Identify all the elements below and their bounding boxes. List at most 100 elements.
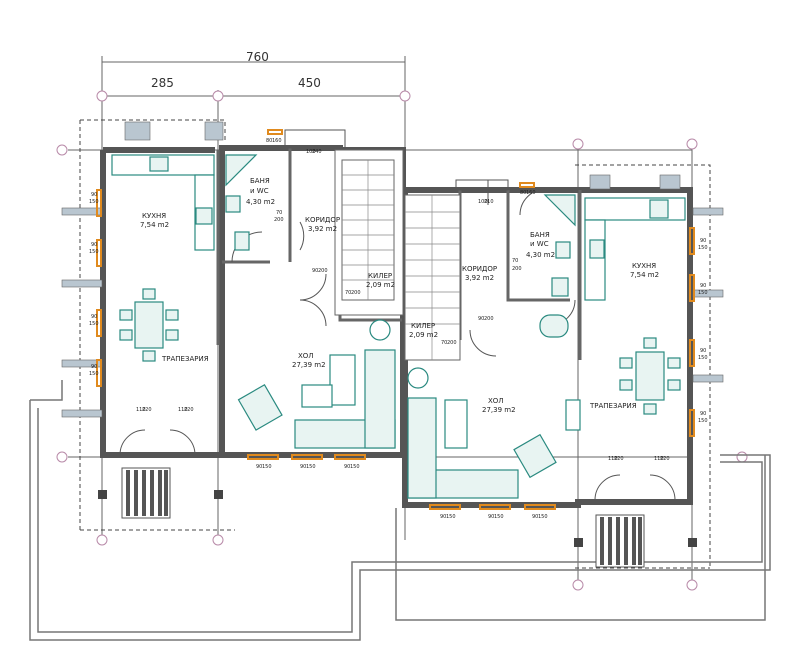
- opening-width: 80: [520, 190, 526, 196]
- opening-height: 150: [698, 355, 708, 361]
- coffee-table: [329, 354, 356, 406]
- opening-height: 150: [262, 464, 272, 470]
- opening-width: 100: [478, 199, 488, 205]
- opening-height: 200: [274, 217, 284, 223]
- dining-table: [134, 301, 164, 349]
- opening-height: 210: [484, 199, 494, 205]
- staircase-right: [404, 194, 461, 361]
- pillar: [98, 490, 107, 499]
- room-kitchen-name: КУХНЯ: [632, 262, 656, 270]
- chair: [165, 309, 179, 321]
- opening-height: 150: [698, 418, 708, 424]
- room-labels-right: КУХНЯ 7,54 m2 БАНЯ и WC 4,30 m2 КОРИДОР …: [409, 231, 659, 414]
- window-frame: [689, 227, 695, 255]
- axis-marker: [96, 90, 108, 102]
- opening-width: 90: [532, 514, 538, 520]
- dining-table: [635, 351, 665, 401]
- window: [589, 174, 611, 190]
- pillar: [574, 538, 583, 547]
- window-frame: [267, 129, 283, 135]
- opening-width: 90: [700, 411, 706, 417]
- window-frame: [96, 309, 102, 337]
- room-bath-name: БАНЯ: [530, 231, 550, 239]
- opening-height: 220: [660, 456, 670, 462]
- opening-width: 70: [345, 290, 351, 296]
- window-frame: [689, 274, 695, 302]
- window-frame: [524, 504, 556, 510]
- opening-height: 150: [698, 245, 708, 251]
- chair: [619, 379, 633, 391]
- room-hall-name: ХОЛ: [488, 397, 504, 405]
- opening-height: 200: [484, 316, 494, 322]
- axis-marker: [56, 144, 68, 156]
- sofa: [364, 349, 396, 449]
- sink-icon: [589, 239, 605, 259]
- opening-width: 90: [478, 316, 484, 322]
- roof-outline: [79, 119, 711, 569]
- window-frame: [429, 504, 461, 510]
- room-pantry-area: 2,09 m2: [409, 331, 438, 339]
- window-frame: [247, 454, 279, 460]
- room-kitchen-area: 7,54 m2: [140, 221, 169, 229]
- kitchen-counter: [584, 219, 606, 301]
- room-bath-sub: и WC: [250, 187, 269, 195]
- window: [61, 409, 103, 418]
- stair-grate-right: [595, 514, 645, 568]
- chair: [142, 288, 156, 300]
- window: [659, 174, 681, 190]
- room-labels-left: КУХНЯ 7,54 m2 БАНЯ и WC 4,30 m2 КОРИДОР …: [140, 177, 395, 369]
- coffee-table: [444, 399, 468, 449]
- chair: [165, 329, 179, 341]
- opening-height: 220: [184, 407, 194, 413]
- opening-width: 110: [136, 407, 146, 413]
- terrace-outline: [29, 380, 771, 641]
- chair: [119, 309, 133, 321]
- armchair: [237, 383, 283, 431]
- axis-marker: [736, 451, 748, 463]
- toilet-icon: [234, 231, 250, 251]
- window-frame: [291, 454, 323, 460]
- window: [124, 121, 151, 141]
- window-frame: [96, 359, 102, 387]
- opening-labels: 90 150 90 150 90 150 90 150 80 160 100 2…: [89, 138, 708, 520]
- opening-width: 90: [256, 464, 262, 470]
- opening-width: 80: [266, 138, 272, 144]
- opening-width: 90: [91, 364, 97, 370]
- toilet-icon: [551, 277, 569, 297]
- dim-right: 450: [298, 76, 321, 90]
- opening-height: 150: [350, 464, 360, 470]
- opening-height: 150: [89, 199, 99, 205]
- room-bath-area: 4,30 m2: [526, 251, 555, 259]
- pillar: [688, 538, 697, 547]
- axis-marker: [56, 451, 68, 463]
- window-frame: [96, 239, 102, 267]
- room-bath-name: БАНЯ: [250, 177, 270, 185]
- windows-right: [429, 174, 724, 510]
- chair: [643, 337, 657, 349]
- window-frame: [689, 339, 695, 367]
- pillar: [214, 490, 223, 499]
- opening-width: 70: [276, 210, 282, 216]
- window: [61, 279, 103, 288]
- chair: [619, 357, 633, 369]
- opening-width: 90: [700, 238, 706, 244]
- window: [692, 207, 724, 216]
- opening-height: 150: [89, 249, 99, 255]
- chair: [142, 350, 156, 362]
- room-corridor-area: 3,92 m2: [465, 274, 494, 282]
- opening-width: 90: [91, 242, 97, 248]
- axis-marker: [212, 534, 224, 546]
- opening-width: 90: [700, 283, 706, 289]
- axis-marker: [572, 138, 584, 150]
- window: [204, 121, 224, 141]
- shower-icon: [543, 194, 576, 227]
- opening-height: 150: [494, 514, 504, 520]
- opening-width: 70: [512, 258, 518, 264]
- sofa: [407, 397, 437, 499]
- room-hall-area: 27,39 m2: [292, 361, 326, 369]
- opening-height: 150: [306, 464, 316, 470]
- room-corridor-area: 3,92 m2: [308, 225, 337, 233]
- stove-icon: [195, 207, 213, 225]
- chair: [119, 329, 133, 341]
- opening-height: 150: [89, 371, 99, 377]
